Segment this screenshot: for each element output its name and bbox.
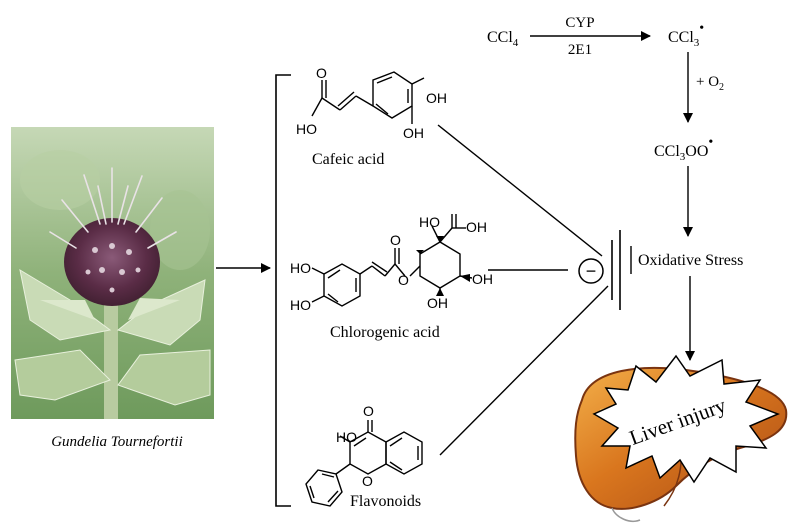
ccl3-radical-label: CCl3• [668,21,704,49]
flavonoid-to-inhibit-line [439,285,609,456]
chlorogenic-ester-o: O [390,232,401,248]
peroxy-radical-label: CCl3OO• [654,135,713,163]
chlorogenic-acid-oh: OH [466,219,487,235]
inhibition-sign: − [586,261,597,281]
flavonoid-ho: HO [336,429,357,445]
quinic-wedge-right [460,274,470,282]
oxidative-stress-label: Oxidative Stress [638,252,743,269]
chlorogenic-ring-o: O [398,272,409,288]
chlorogenic-oh-right: OH [472,271,493,287]
cafeic-to-inhibit-line [437,124,603,257]
chlorogenic-ho-top: HO [290,260,311,276]
chlorogenic-oh-bottom: OH [427,295,448,311]
inhibition-symbol: − [578,230,621,310]
flavonoid-ring-o: O [362,473,373,489]
cafeic-oh-meta: OH [403,125,424,141]
cafeic-acid-name: Cafeic acid [312,151,384,168]
chlorogenic-acid-name: Chlorogenic acid [330,324,440,341]
injury-starburst [592,354,781,484]
cafeic-oh-para: OH [426,90,447,106]
compound-bracket [275,74,291,507]
flavonoid-structure [305,420,423,507]
ccl4-label: CCl4 [487,29,519,49]
cafeic-acid-oh: HO [296,121,317,137]
plant-caption: Gundelia Tournefortii [51,434,183,450]
quinic-wedge-top [436,236,444,242]
flavonoids-name: Flavonoids [350,493,421,510]
flavonoid-keto-o: O [363,403,374,419]
cafeic-acid-structure [311,71,425,124]
enzyme-top: CYP [565,15,594,31]
chlorogenic-acid-structure [311,214,473,307]
chlorogenic-ho-bottom: HO [290,297,311,313]
plant-photo [11,127,214,419]
cafeic-acid-o: O [316,65,327,81]
enzyme-bottom: 2E1 [568,42,592,58]
chlorogenic-acid-ho: HO [419,214,440,230]
quinic-wedge-bottom [436,288,444,296]
oxygen-label: + O2 [696,74,724,93]
